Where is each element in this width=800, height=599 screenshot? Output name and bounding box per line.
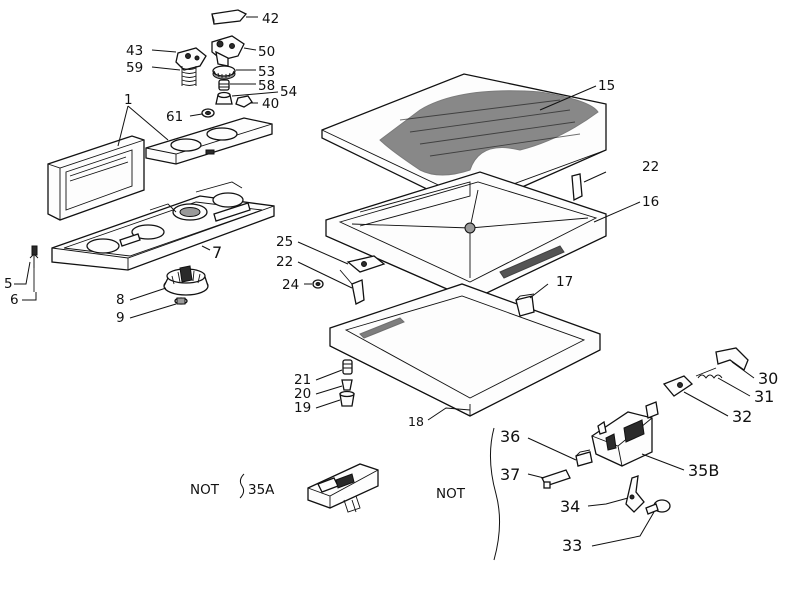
callout-33: 33 bbox=[562, 536, 582, 555]
callout-19: 19 bbox=[294, 400, 311, 416]
part-22-lower bbox=[339, 269, 365, 305]
part-1-plate bbox=[145, 117, 273, 165]
part-54 bbox=[215, 91, 233, 105]
part-30 bbox=[715, 347, 749, 372]
part-35b bbox=[591, 401, 659, 467]
part-31 bbox=[695, 367, 723, 379]
part-20 bbox=[341, 379, 353, 391]
callout-7: 7 bbox=[212, 243, 222, 262]
callout-21: 21 bbox=[294, 372, 311, 388]
not-label-35a: 35A bbox=[248, 482, 275, 498]
part-6 bbox=[31, 245, 38, 292]
part-36 bbox=[575, 449, 593, 467]
callout-54: 54 bbox=[280, 84, 297, 100]
part-1-panel bbox=[47, 135, 145, 221]
part-61 bbox=[201, 108, 215, 118]
callout-34: 34 bbox=[560, 497, 580, 516]
part-8-knob bbox=[163, 265, 209, 296]
part-33 bbox=[645, 499, 671, 515]
callout-20: 20 bbox=[294, 386, 311, 402]
part-17 bbox=[515, 293, 535, 317]
callout-30: 30 bbox=[758, 369, 778, 388]
callout-53: 53 bbox=[258, 64, 275, 80]
callout-35b: 35B bbox=[688, 461, 719, 480]
callout-40: 40 bbox=[262, 96, 279, 112]
part-21 bbox=[342, 359, 353, 375]
callout-22-mid: 22 bbox=[276, 254, 293, 270]
part-16-frame bbox=[325, 171, 607, 301]
part-24 bbox=[312, 279, 324, 289]
callout-5: 5 bbox=[4, 276, 13, 292]
callout-15: 15 bbox=[598, 78, 615, 94]
part-40 bbox=[235, 95, 253, 108]
callout-17: 17 bbox=[556, 274, 573, 290]
callout-31: 31 bbox=[754, 387, 774, 406]
callout-59: 59 bbox=[126, 60, 143, 76]
not-label-right: NOT bbox=[436, 486, 466, 502]
not-label-left: NOT bbox=[190, 482, 220, 498]
callout-6: 6 bbox=[10, 292, 19, 308]
part-19 bbox=[339, 390, 355, 407]
part-53 bbox=[212, 65, 236, 80]
brace-35a bbox=[239, 473, 245, 499]
callout-58: 58 bbox=[258, 78, 275, 94]
part-35a bbox=[307, 463, 379, 513]
callout-37: 37 bbox=[500, 465, 520, 484]
callout-18: 18 bbox=[408, 414, 424, 429]
part-42 bbox=[211, 9, 248, 25]
part-7-control-panel bbox=[51, 181, 275, 271]
part-58 bbox=[218, 79, 230, 91]
callout-42: 42 bbox=[262, 11, 279, 27]
callout-32: 32 bbox=[732, 407, 752, 426]
callout-43: 43 bbox=[126, 43, 143, 59]
callout-61: 61 bbox=[166, 109, 183, 125]
part-22-upper bbox=[571, 173, 583, 202]
callout-25: 25 bbox=[276, 234, 293, 250]
part-32 bbox=[662, 375, 694, 397]
callout-16: 16 bbox=[642, 194, 659, 210]
callout-8: 8 bbox=[116, 292, 125, 308]
brace-right bbox=[489, 427, 501, 561]
callout-22-top: 22 bbox=[642, 159, 659, 175]
leader-lines bbox=[14, 16, 755, 547]
part-9 bbox=[174, 297, 188, 305]
part-37 bbox=[541, 469, 571, 489]
part-18-frame bbox=[329, 283, 601, 417]
part-59 bbox=[181, 66, 197, 86]
callout-24: 24 bbox=[282, 277, 299, 293]
callout-36: 36 bbox=[500, 427, 520, 446]
part-43 bbox=[175, 47, 207, 71]
callout-1: 1 bbox=[124, 92, 133, 108]
callout-9: 9 bbox=[116, 310, 125, 326]
part-50 bbox=[211, 35, 245, 67]
callout-50: 50 bbox=[258, 44, 275, 60]
part-25 bbox=[346, 255, 386, 273]
part-34 bbox=[625, 475, 645, 513]
